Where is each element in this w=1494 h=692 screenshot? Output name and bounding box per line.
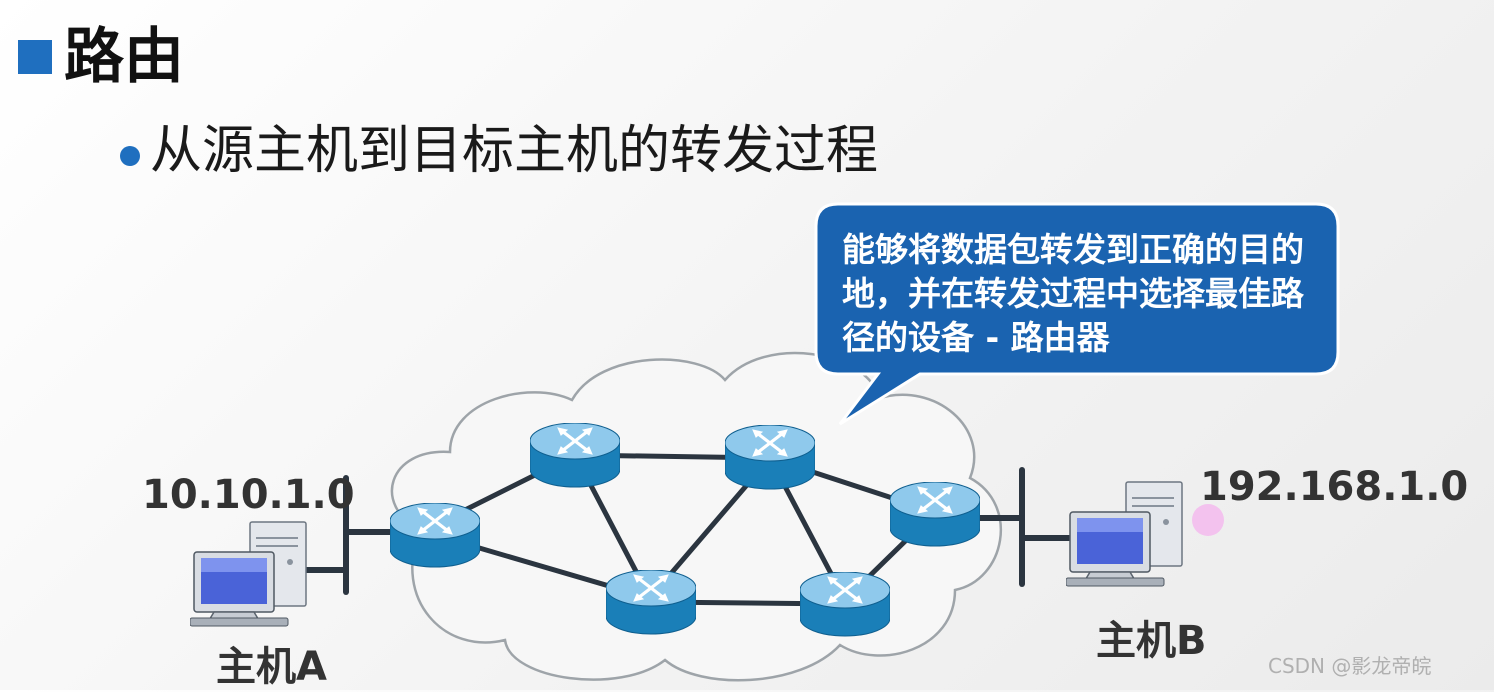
host-a-label: 主机A bbox=[216, 644, 327, 690]
watermark: CSDN @影龙帝皖 bbox=[1268, 654, 1432, 678]
router-icon bbox=[800, 572, 890, 638]
router-icon bbox=[725, 425, 815, 491]
host-b-label: 主机B bbox=[1096, 618, 1207, 664]
network-a-label: 10.10.1.0 bbox=[142, 472, 355, 518]
bullet-text: 从源主机到目标主机的转发过程 bbox=[150, 121, 879, 181]
router-icon bbox=[890, 482, 980, 548]
title-bullet-square bbox=[18, 40, 52, 74]
router-icon bbox=[530, 423, 620, 489]
callout-text: 能够将数据包转发到正确的目的地，并在转发过程中选择最佳路径的设备 - 路由器 bbox=[842, 230, 1304, 357]
pointer-marker bbox=[1192, 504, 1224, 536]
computer-icon bbox=[190, 521, 307, 627]
router-icon bbox=[390, 503, 480, 569]
segment-b bbox=[975, 467, 1073, 587]
router-icon bbox=[606, 570, 696, 636]
segment-a bbox=[297, 475, 401, 595]
callout-bubble bbox=[814, 202, 1340, 426]
computer-icon bbox=[1066, 481, 1183, 587]
bullet-dot bbox=[120, 146, 140, 166]
network-b-label: 192.168.1.0 bbox=[1200, 464, 1469, 510]
page-title: 路由 bbox=[64, 22, 184, 92]
